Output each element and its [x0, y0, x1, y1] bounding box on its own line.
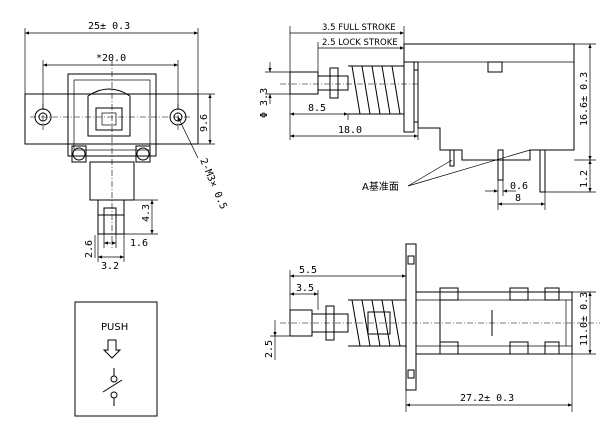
dim-terminal-length: 1.2	[579, 170, 590, 188]
front-flange	[24, 93, 199, 145]
push-label: PUSH	[101, 322, 128, 333]
dim-hole-height: 9.6	[199, 114, 210, 132]
side-plunger	[289, 71, 319, 95]
dim-full-stroke: 3.5 FULL STROKE	[322, 23, 396, 33]
dim-overall-length: 27.2± 0.3	[460, 393, 514, 404]
dim-plunger-dia: Φ 3.3	[259, 88, 270, 118]
dim-terminal-offset-b: 8	[515, 193, 521, 204]
dim-body-length: 18.0	[338, 125, 362, 136]
dim-hole-pitch: *20.0	[96, 53, 126, 64]
dim-stroke-a: 5.5	[299, 265, 317, 276]
dim-body-width: 11.0± 0.3	[579, 292, 590, 346]
dim-terminal-height: 4.3	[141, 204, 152, 222]
dim-stroke-b: 3.5	[296, 283, 314, 294]
side-housing	[403, 43, 575, 161]
dim-terminal-offset: 2.6	[84, 240, 95, 258]
switch-contact-icon	[102, 368, 123, 406]
dim-overall-width: 25± 0.3	[88, 21, 130, 32]
top-frame	[405, 243, 417, 391]
front-plunger-window	[87, 88, 131, 137]
top-view: 5.5 3.5 2.5 11.0± 0.3 27.2± 0.3	[264, 243, 600, 412]
label-reference-plane: A基准面	[362, 180, 399, 193]
dim-lock-stroke: 2.5 LOCK STROKE	[322, 38, 398, 48]
side-spring	[348, 65, 404, 115]
dim-plunger-length: 8.5	[308, 103, 326, 114]
push-symbol-box: PUSH	[74, 301, 158, 417]
side-view: 3.5 FULL STROKE 2.5 LOCK STROKE Φ 3.3 8.…	[259, 23, 596, 210]
dim-terminal-pitch: 3.2	[101, 261, 119, 272]
dim-plunger-width: 2.5	[264, 340, 275, 358]
push-arrow-icon	[102, 339, 122, 359]
front-view: 25± 0.3 *20.0 9.6 2-M3× 0.5 4.3 1.6 3.2 …	[24, 21, 229, 272]
label-mounting-holes: 2-M3× 0.5	[197, 157, 228, 211]
dim-body-height: 16.6± 0.3	[579, 72, 590, 126]
dim-terminal-offset-a: 0.6	[510, 181, 528, 192]
dim-terminal-width: 1.6	[130, 238, 148, 249]
